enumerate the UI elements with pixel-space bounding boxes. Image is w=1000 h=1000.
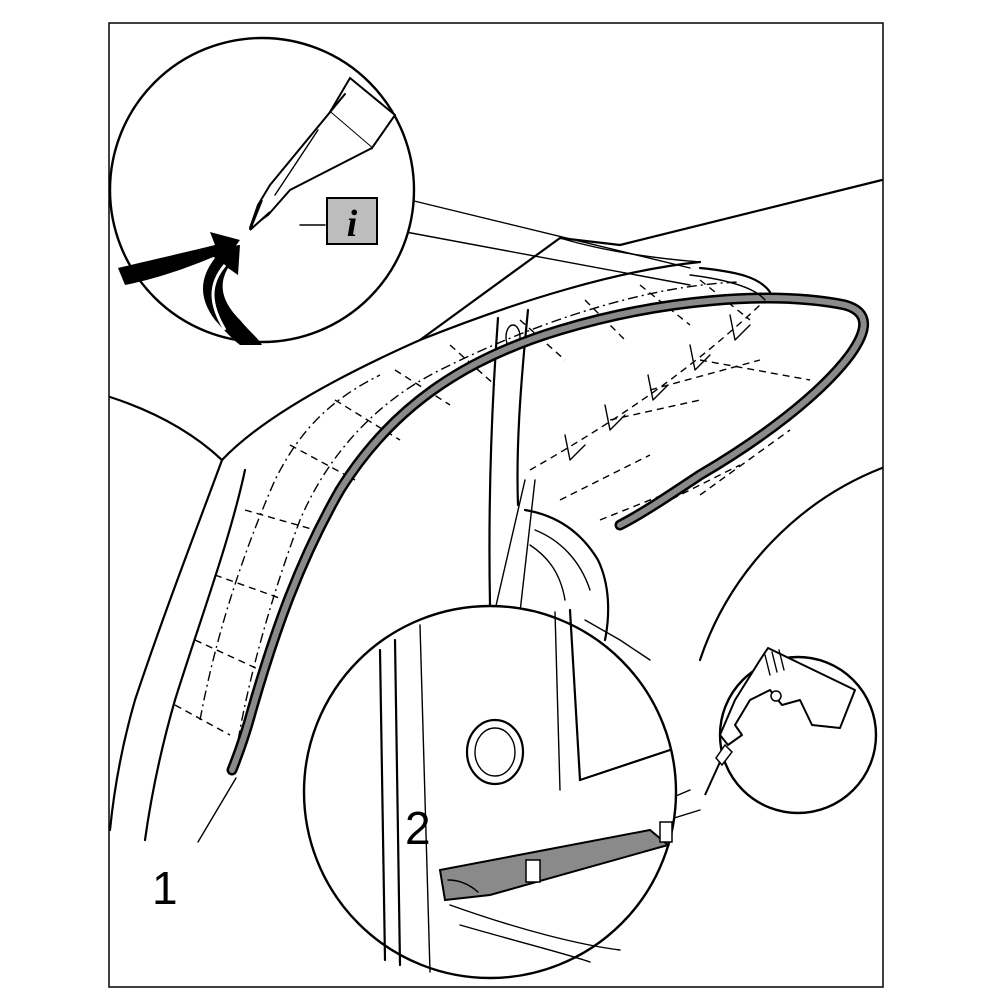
diagram-border (108, 22, 884, 988)
clip-positions (174, 279, 811, 761)
info-symbol: i (347, 203, 358, 245)
drill-detail-circle (704, 647, 878, 815)
callout-2: 2 (405, 802, 431, 854)
info-icon: i (299, 197, 378, 245)
sill-detail-circle (302, 604, 678, 980)
car-body (108, 178, 884, 842)
drill-icon (704, 647, 856, 796)
screwdriver-icon (249, 76, 397, 231)
door-seal-strip (226, 266, 870, 776)
callout-1: 1 (152, 862, 178, 914)
rotate-arrow-icon (118, 232, 262, 345)
tool-detail-circle: i (108, 36, 416, 345)
